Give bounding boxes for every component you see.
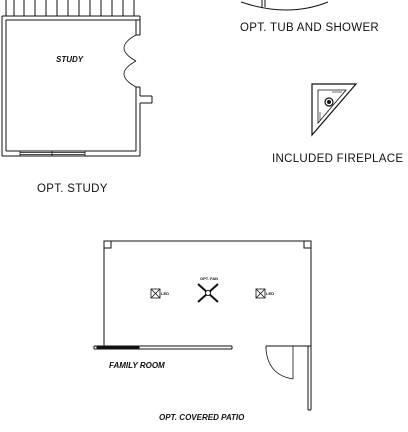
- study-bottom-wall: [2, 150, 140, 157]
- led-light-right: [255, 288, 266, 299]
- family-room-label: FAMILY ROOM: [109, 361, 165, 370]
- fireplace-symbol: [311, 83, 358, 137]
- led-right-label: LED: [266, 291, 274, 296]
- study-plan: [1, 0, 153, 157]
- study-right-wall-lower: [135, 86, 153, 156]
- study-room-label: STUDY: [56, 55, 84, 64]
- family-room-wall: [93, 345, 267, 350]
- opt-fan-label: OPT. FAN: [200, 276, 218, 281]
- patio-side-wall: [307, 346, 312, 411]
- included-fireplace-caption: INCLUDED FIREPLACE: [272, 153, 403, 165]
- covered-patio-plan: [93, 240, 312, 411]
- study-right-wall-upper: [135, 16, 141, 36]
- led-light-left: [150, 288, 161, 299]
- led-left-label: LED: [161, 291, 169, 296]
- study-window: [19, 151, 86, 156]
- sliding-door-panel: [96, 345, 140, 350]
- opt-tub-shower-caption: OPT. TUB AND SHOWER: [240, 22, 379, 34]
- study-french-doors: [123, 34, 137, 88]
- opt-study-caption: OPT. STUDY: [37, 183, 108, 195]
- patio-post-top-right: [303, 240, 312, 249]
- patio-door-swing: [265, 345, 311, 380]
- study-left-wall: [1, 16, 7, 156]
- tub-shower-fragment: [240, 0, 329, 11]
- stair-treads: [5, 0, 135, 16]
- ceiling-fan-symbol: [197, 283, 219, 303]
- opt-covered-patio-caption: OPT. COVERED PATIO: [159, 413, 245, 422]
- study-top-wall: [2, 15, 140, 21]
- patio-post-top-left: [103, 240, 112, 249]
